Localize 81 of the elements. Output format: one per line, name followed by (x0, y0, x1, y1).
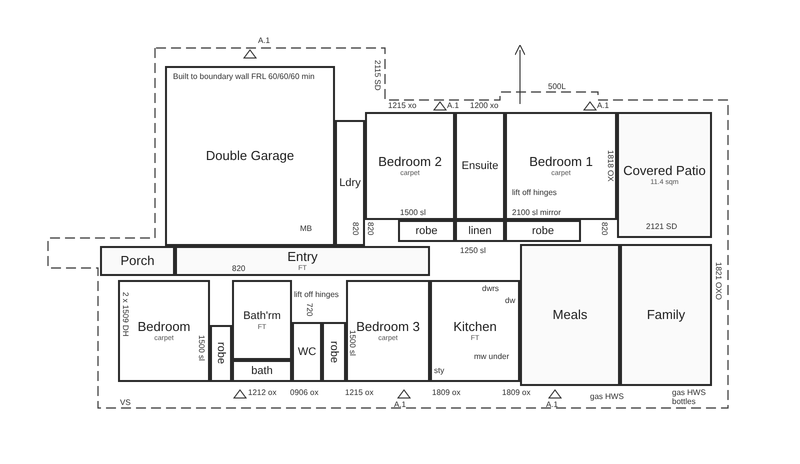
wardrobe-door-label: 2100 sl mirror (512, 208, 561, 217)
room-name: robe (327, 340, 341, 364)
porch-area (100, 246, 175, 276)
door-size-label: 720 (305, 303, 314, 316)
window-size-label: 1809 ox (502, 388, 530, 397)
section-label: A.1 (394, 400, 406, 409)
robe-cupboard (398, 220, 455, 242)
room-name: Ensuite (462, 159, 498, 173)
room-name: Entry (287, 250, 318, 264)
wardrobe-door-label: 1500 sl (197, 335, 206, 361)
hinge-note: lift off hinges (294, 290, 339, 299)
wall-note: Built to boundary wall FRL 60/60/60 min (173, 72, 315, 81)
room-name: Ldry (339, 176, 361, 190)
room-name: Bedroom (138, 320, 190, 334)
room-name: Family (646, 308, 686, 322)
room-name: WC (298, 345, 316, 359)
door-size-label: 820 (351, 222, 360, 236)
wardrobe-door-label: 1500 sl (400, 208, 426, 217)
ensuite-room (455, 112, 505, 220)
window-size-label: 0906 ox (290, 388, 318, 397)
meter-box-label: MB (300, 224, 312, 233)
room-name: linen (468, 224, 492, 238)
garage-room (165, 66, 335, 246)
section-label: A.1 (447, 101, 460, 110)
hinge-note: lift off hinges (512, 188, 557, 197)
window-size-label: 1212 ox (248, 388, 276, 397)
window-size-label: 1200 xo (470, 101, 498, 110)
toilet-room (292, 322, 322, 382)
window-size-label: 1818 OX (606, 150, 615, 182)
door-size-label: 820 (600, 222, 609, 236)
room-name: Bath'rm (243, 308, 281, 322)
door-size-label: 820 (232, 264, 246, 273)
bedroom-room (365, 112, 455, 220)
bathroom-room (232, 280, 292, 360)
bedroom-room (118, 280, 210, 382)
family-room (620, 244, 712, 386)
room-name: Porch (120, 254, 154, 268)
vent-label: VS (120, 398, 131, 407)
section-label: A.1 (597, 101, 610, 110)
room-name: robe (532, 224, 554, 238)
appliance-label: mw under (474, 352, 510, 361)
wardrobe-door-label: 1500 sl (348, 330, 357, 356)
room-name: Bedroom 3 (356, 320, 420, 334)
bath-tub (232, 360, 292, 382)
room-name: Covered Patio (623, 164, 706, 178)
robe-cupboard (505, 220, 581, 242)
entry-hall (175, 246, 430, 276)
meals-area (520, 244, 620, 386)
section-label: A.1 (258, 36, 270, 45)
window-size-label: 1821 OXO (714, 262, 723, 300)
window-size-label: 1809 ox (432, 388, 460, 397)
tank-label: 500L (548, 82, 566, 91)
robe-cupboard (210, 325, 232, 382)
window-size-label: 1215 xo (388, 101, 416, 110)
door-size-label: 820 (366, 222, 375, 236)
appliance-label: dwrs (482, 284, 499, 293)
room-name: robe (415, 224, 438, 238)
equipment-label: gas HWS (590, 392, 624, 401)
window-size-label: 2121 SD (646, 222, 678, 231)
room-name: Kitchen (453, 320, 497, 334)
section-label: A.1 (546, 400, 558, 409)
robe-cupboard (322, 322, 346, 382)
room-name: robe (214, 342, 228, 365)
patio-area (617, 112, 712, 238)
room-name: Double Garage (206, 149, 294, 163)
room-name: Bedroom 1 (529, 154, 593, 168)
window-size-label: 2 x 1509 DH (121, 292, 130, 336)
bedroom-room (346, 280, 430, 382)
appliance-label: sty (434, 366, 444, 375)
kitchen-room (430, 280, 520, 382)
room-name: Bedroom 2 (378, 154, 442, 168)
wardrobe-door-label: 1250 sl (460, 246, 486, 255)
room-name: Meals (552, 308, 588, 322)
window-size-label: 1215 ox (345, 388, 374, 397)
equipment-label: gas HWS bottles (672, 388, 706, 406)
room-name: bath (251, 364, 273, 378)
bedroom-room (505, 112, 617, 220)
linen-cupboard (455, 220, 505, 242)
window-size-label: 2115 SD (373, 60, 382, 91)
appliance-label: dw (505, 296, 516, 305)
laundry-room (335, 120, 365, 246)
